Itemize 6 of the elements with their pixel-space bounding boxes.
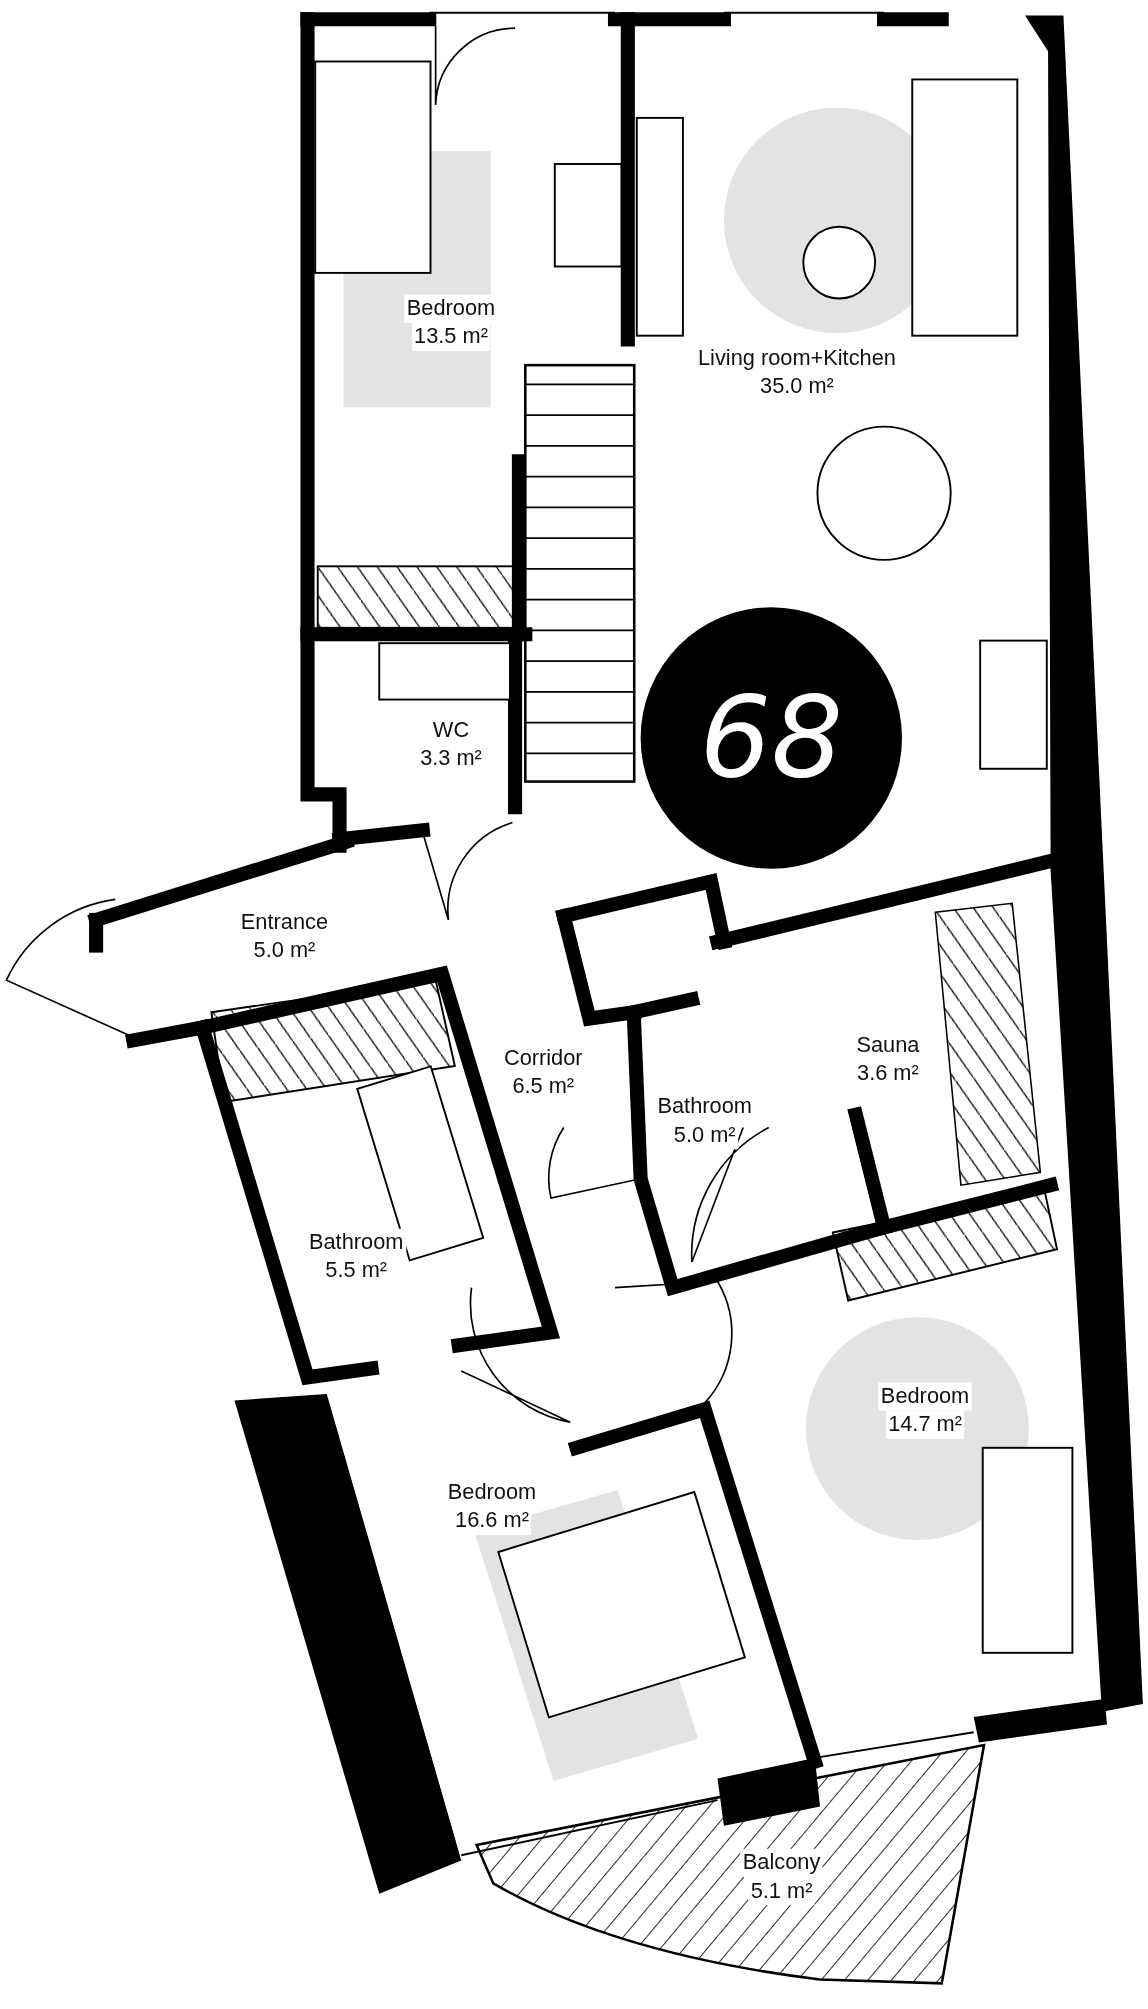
room-name: Balcony <box>740 1848 823 1878</box>
room-area: 13.5 m² <box>411 322 491 352</box>
unit-number-badge: 68 <box>640 607 902 869</box>
room-area: 5.1 m² <box>748 1877 815 1906</box>
room-name: Bedroom <box>878 1382 972 1411</box>
room-area: 14.7 m² <box>885 1410 965 1439</box>
